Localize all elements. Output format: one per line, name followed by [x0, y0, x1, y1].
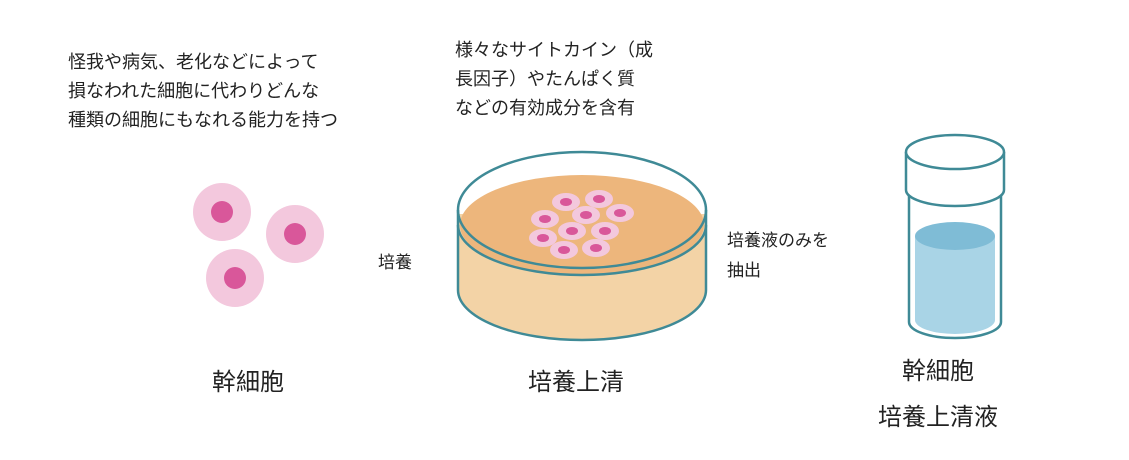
petri-dish-illustration — [456, 150, 708, 342]
supernatant-fluid-label: 幹細胞 培養上清液 — [878, 348, 998, 440]
label-line: 幹細胞 — [902, 357, 974, 385]
description-line: などの有効成分を含有 — [455, 98, 635, 119]
cell — [193, 183, 251, 241]
cultured-cells — [529, 190, 634, 259]
description-line: 長因子）やたんぱく質 — [455, 69, 635, 90]
extract-line: 抽出 — [727, 261, 761, 281]
cell — [266, 205, 324, 263]
description-line: 怪我や病気、老化などによって — [68, 52, 319, 73]
description-line: 様々なサイトカイン（成 — [455, 40, 653, 61]
cell — [206, 249, 264, 307]
vial-illustration — [904, 133, 1006, 340]
culture-supernatant-label: 培養上清 — [528, 368, 624, 396]
stem-cell-description: 怪我や病気、老化などによって 損なわれた細胞に代わりどんな 種類の細胞にもなれる… — [68, 48, 338, 135]
supernatant-description: 様々なサイトカイン（成 長因子）やたんぱく質 などの有効成分を含有 — [455, 36, 653, 123]
stem-cell-label: 幹細胞 — [212, 368, 284, 396]
description-line: 損なわれた細胞に代わりどんな — [68, 81, 320, 102]
culture-step-label: 培養 — [378, 253, 412, 273]
extract-line: 培養液のみを — [727, 231, 829, 251]
stem-cells-illustration — [193, 183, 324, 307]
extract-step-label: 培養液のみを 抽出 — [727, 226, 829, 286]
label-line: 培養上清液 — [878, 403, 998, 431]
description-line: 種類の細胞にもなれる能力を持つ — [68, 110, 338, 131]
